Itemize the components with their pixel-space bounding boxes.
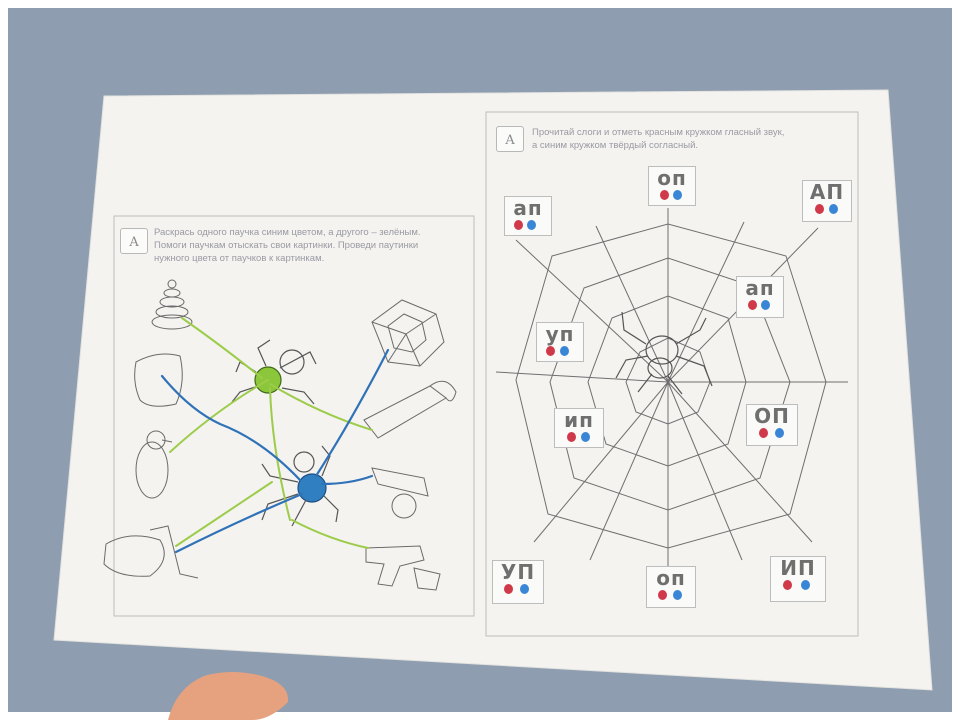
picture-pistol [365, 545, 441, 591]
picture-penguin [135, 430, 173, 499]
picture-pillow [134, 353, 183, 407]
syllable-text: оп [656, 566, 686, 590]
paper-sheet [54, 90, 932, 690]
syllable-card: уп [536, 322, 584, 362]
syllable-text: ИП [780, 556, 816, 580]
syllable-text: ап [745, 276, 775, 300]
picture-cannon [371, 467, 429, 519]
syllable-card: оп [646, 566, 696, 608]
right-task-instructions: Прочитай слоги и отметь красным кружком … [532, 127, 785, 151]
syllable-card: ИП [770, 556, 826, 602]
blue-marker-lines [160, 348, 390, 554]
syllable-card: ап [504, 196, 552, 236]
spider-web [495, 208, 848, 570]
syllable-text: оп [657, 166, 687, 190]
syllable-card: АП [802, 180, 852, 222]
syllable-card: ап [736, 276, 784, 318]
green-marker-lines [169, 317, 373, 549]
picture-saw [363, 380, 457, 439]
task-badge-right: А [496, 126, 524, 152]
right-task-frame [485, 111, 859, 637]
syllable-text: УП [500, 560, 536, 584]
syllable-card: оп [648, 166, 696, 206]
web-spider [615, 311, 713, 395]
syllable-text: уп [545, 322, 575, 346]
child-finger [168, 672, 289, 720]
syllable-card: ОП [746, 404, 798, 446]
syllable-text: ап [513, 196, 543, 220]
syllable-text: ОП [754, 404, 790, 428]
syllable-text: ип [564, 408, 594, 432]
picture-diving-mask [103, 525, 199, 579]
syllable-card: УП [492, 560, 544, 604]
left-task-frame [113, 215, 475, 617]
task-badge-left: А [120, 228, 148, 254]
syllable-text: АП [809, 180, 845, 204]
syllable-card: ип [554, 408, 604, 448]
spider-blue [261, 445, 339, 527]
picture-spider-web-small [371, 299, 445, 367]
picture-pyramid-toy [151, 279, 193, 330]
left-task-instructions: Раскрась одного паучка синим цветом, а д… [154, 227, 421, 264]
